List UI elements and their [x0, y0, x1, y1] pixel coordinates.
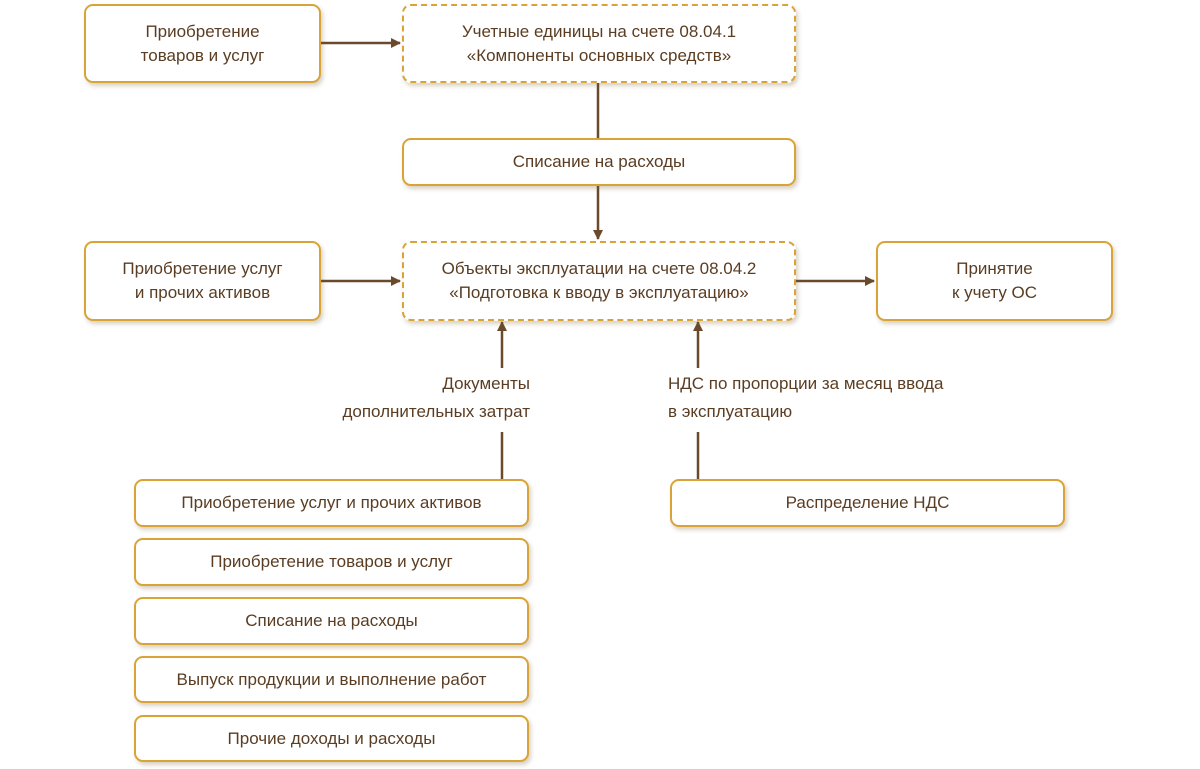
node-purchase-goods-line2: товаров и услуг	[140, 45, 265, 65]
node-operation-objects: Объекты эксплуатации на счете 08.04.2 «П…	[402, 241, 796, 321]
node-purchase-goods-line1: Приобретение	[145, 21, 260, 41]
edge-label-additional-costs-line2: дополнительных затрат	[342, 402, 530, 421]
document-item: Приобретение товаров и услуг	[134, 538, 529, 586]
node-vat-distribution-label: Распределение НДС	[785, 493, 950, 512]
node-acceptance-line1: Принятие	[956, 259, 1033, 278]
document-item-label: Списание на расходы	[245, 611, 418, 630]
node-operation-objects-line2: «Подготовка к вводу в эксплуатацию»	[449, 283, 749, 302]
document-item-label: Прочие доходы и расходы	[227, 728, 436, 748]
node-vat-distribution: Распределение НДС	[670, 479, 1065, 527]
edge-label-additional-costs-line1: Документы	[442, 374, 530, 393]
edge-label-additional-costs: Документы дополнительных затрат	[342, 370, 530, 426]
node-write-off: Списание на расходы	[402, 138, 796, 186]
edge-label-vat-proportion-line2: в эксплуатацию	[668, 402, 793, 421]
document-item: Прочие доходы и расходы	[134, 715, 529, 762]
edge-label-vat-proportion: НДС по пропорции за месяц ввода в эксплу…	[668, 370, 943, 426]
node-purchase-goods: Приобретение товаров и услуг	[84, 4, 321, 83]
document-item: Списание на расходы	[134, 597, 529, 645]
edge-label-vat-proportion-line1: НДС по пропорции за месяц ввода	[668, 374, 944, 393]
document-item-label: Приобретение услуг и прочих активов	[181, 493, 482, 512]
node-write-off-label: Списание на расходы	[512, 152, 686, 171]
node-acceptance: Принятие к учету ОС	[876, 241, 1113, 321]
node-acceptance-line2: к учету ОС	[951, 283, 1038, 302]
document-item: Приобретение услуг и прочих активов	[134, 479, 529, 527]
node-purchase-services: Приобретение услуг и прочих активов	[84, 241, 321, 321]
node-operation-objects-line1: Объекты эксплуатации на счете 08.04.2	[441, 259, 757, 278]
node-purchase-services-line1: Приобретение услуг	[122, 259, 283, 278]
node-purchase-services-line2: и прочих активов	[134, 283, 271, 302]
node-account-units-line2: «Компоненты основных средств»	[466, 45, 732, 65]
document-item-label: Приобретение товаров и услуг	[210, 552, 453, 571]
document-item: Выпуск продукции и выполнение работ	[134, 656, 529, 703]
node-account-units: Учетные единицы на счете 08.04.1 «Компон…	[402, 4, 796, 83]
document-item-label: Выпуск продукции и выполнение работ	[176, 669, 487, 689]
node-account-units-line1: Учетные единицы на счете 08.04.1	[461, 21, 737, 41]
